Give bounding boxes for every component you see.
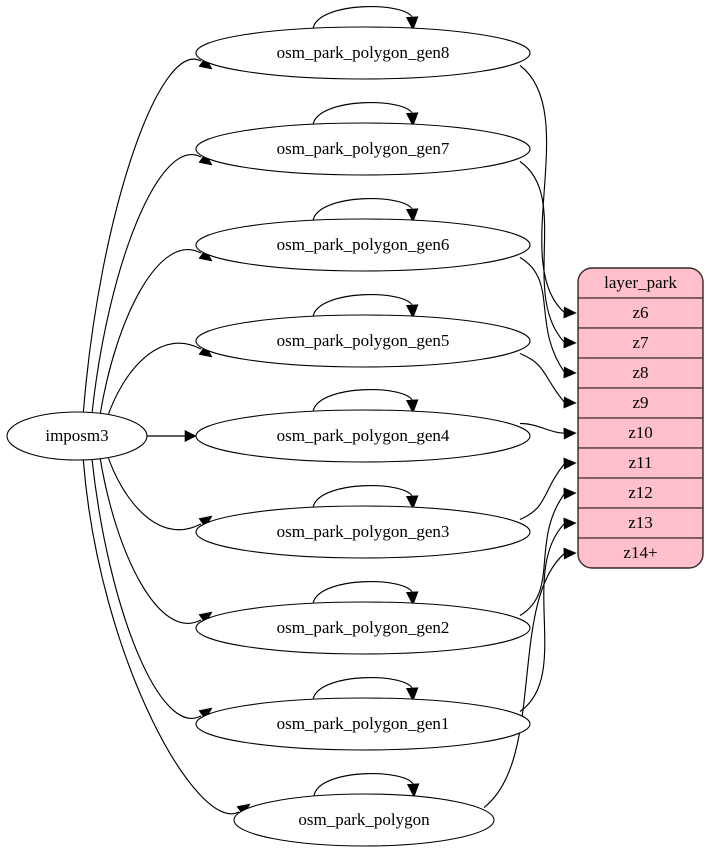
edge-imposm3-to-gen5: [105, 342, 202, 421]
edge-arrowhead: [405, 112, 419, 127]
layer-table-row-label: z13: [628, 513, 653, 532]
layer-table-header-label: layer_park: [604, 273, 677, 292]
edge-arrowhead: [405, 208, 419, 223]
edge-gen6-to-z8: [519, 256, 566, 374]
layer-table-row-z9[interactable]: [578, 387, 703, 419]
edge-gen3-to-z11: [519, 462, 566, 521]
edge-gen1-to-z13: [519, 522, 566, 712]
node-gen8[interactable]: osm_park_polygon_gen8: [195, 26, 531, 80]
edge-arrowhead: [563, 336, 577, 349]
layer-table-row-z12[interactable]: [578, 477, 703, 509]
node-gen1[interactable]: osm_park_polygon_gen1: [195, 697, 531, 751]
node-gen3[interactable]: osm_park_polygon_gen3: [195, 505, 531, 559]
layer-table-row-label: z9: [632, 393, 648, 412]
node-label-gen3: osm_park_polygon_gen3: [277, 522, 450, 541]
node-ellipse-gen3: [195, 505, 531, 559]
layer-table-row-label: z12: [628, 483, 653, 502]
edge-arrowhead: [405, 591, 419, 606]
edge-imposm3-to-gen3: [105, 451, 202, 531]
node-label-gen6: osm_park_polygon_gen6: [277, 235, 450, 254]
node-imposm3[interactable]: imposm3: [6, 411, 148, 461]
node-label-gen8: osm_park_polygon_gen8: [277, 43, 450, 62]
layer-table-row-label: z11: [629, 453, 653, 472]
edge-gen8-to-z6: [519, 65, 566, 314]
edge-arrowhead: [563, 487, 577, 500]
edge-gen5-to-z9: [519, 352, 566, 404]
layer-table-outline: [577, 267, 704, 569]
edge-arrowhead: [563, 517, 577, 530]
node-label-gen2: osm_park_polygon_gen2: [277, 618, 450, 637]
edge-arrowhead: [563, 396, 577, 409]
node-label-gen1: osm_park_polygon_gen1: [277, 714, 450, 733]
self-loop-gen1: [312, 677, 414, 701]
node-gen5[interactable]: osm_park_polygon_gen5: [195, 314, 531, 368]
node-ellipse-gen5: [195, 314, 531, 368]
node-ellipse-imposm3: [6, 411, 148, 461]
node-ellipse-gen8: [195, 26, 531, 80]
node-label-gen4: osm_park_polygon_gen4: [277, 426, 450, 445]
layer-table-row-z7[interactable]: [578, 327, 703, 359]
node-gen7[interactable]: osm_park_polygon_gen7: [195, 122, 531, 176]
node-label-base: osm_park_polygon: [298, 810, 430, 829]
self-loop-gen7: [312, 102, 414, 126]
layer-park-table[interactable]: layer_park z6 z7 z8 z9 z10 z11 z12 z13 z14+: [577, 267, 704, 569]
node-base[interactable]: osm_park_polygon: [233, 793, 495, 847]
layer-table-row-label: z14+: [623, 543, 657, 562]
node-ellipse-gen1: [195, 697, 531, 751]
edge-imposm3-to-gen6: [99, 249, 202, 417]
edge-gen7-to-z7: [519, 161, 566, 344]
edge-arrowhead: [405, 495, 419, 510]
self-loop-gen4: [312, 389, 414, 413]
node-label-gen7: osm_park_polygon_gen7: [277, 139, 450, 158]
node-label-gen5: osm_park_polygon_gen5: [277, 331, 450, 350]
node-gen6[interactable]: osm_park_polygon_gen6: [195, 218, 531, 272]
edge-imposm3-to-gen7: [91, 154, 202, 414]
edges-layer: [82, 6, 577, 817]
node-label-imposm3: imposm3: [45, 426, 108, 445]
layer-table-rows: layer_park z6 z7 z8 z9 z10 z11 z12 z13 z14+: [578, 268, 703, 568]
layer-table-row-z10[interactable]: [578, 417, 703, 449]
node-gen2[interactable]: osm_park_polygon_gen2: [195, 601, 531, 655]
edge-imposm3-to-gen8: [82, 58, 202, 412]
edge-arrowhead: [563, 366, 577, 379]
layer-table-row-z8[interactable]: [578, 357, 703, 389]
edge-arrowhead: [405, 304, 419, 319]
edge-arrowhead: [563, 306, 577, 319]
layer-table-row-label: z6: [632, 303, 648, 322]
edge-arrowhead: [563, 427, 577, 440]
layer-table-row-label: z7: [632, 333, 649, 352]
edge-arrowhead: [184, 430, 197, 442]
edge-gen4-to-z10: [519, 422, 566, 434]
node-ellipse-gen2: [195, 601, 531, 655]
edge-arrowhead: [405, 16, 419, 31]
layer-table-row-z14plus[interactable]: [578, 537, 703, 568]
self-loop-gen6: [312, 198, 414, 222]
self-loop-gen3: [312, 485, 414, 509]
layer-table-row-label: z10: [628, 423, 653, 442]
node-gen4[interactable]: osm_park_polygon_gen4: [195, 409, 531, 463]
edge-arrowhead: [563, 457, 577, 470]
edge-gen2-to-z12: [519, 492, 566, 617]
nodes-layer: imposm3 osm_park_polygon_gen8 osm_park_pol…: [6, 26, 531, 847]
node-ellipse-gen6: [195, 218, 531, 272]
edge-imposm3-to-base: [82, 460, 240, 815]
self-loop-gen5: [312, 294, 414, 318]
node-ellipse-gen4: [195, 409, 531, 463]
edge-imposm3-to-gen1: [91, 458, 202, 719]
self-loop-gen8: [312, 6, 414, 30]
edge-arrowhead: [406, 783, 420, 798]
self-loop-gen2: [312, 581, 414, 605]
self-loop-base: [313, 773, 415, 797]
edge-arrowhead: [405, 687, 419, 702]
layer-table-row-label: z8: [632, 363, 648, 382]
edge-arrowhead: [563, 547, 577, 560]
edge-arrowhead: [405, 399, 419, 414]
edge-imposm3-to-gen2: [99, 455, 202, 624]
node-ellipse-base: [233, 793, 495, 847]
edge-base-to-z14+: [483, 552, 566, 808]
node-ellipse-gen7: [195, 122, 531, 176]
layer-table-row-z6[interactable]: [578, 297, 703, 329]
